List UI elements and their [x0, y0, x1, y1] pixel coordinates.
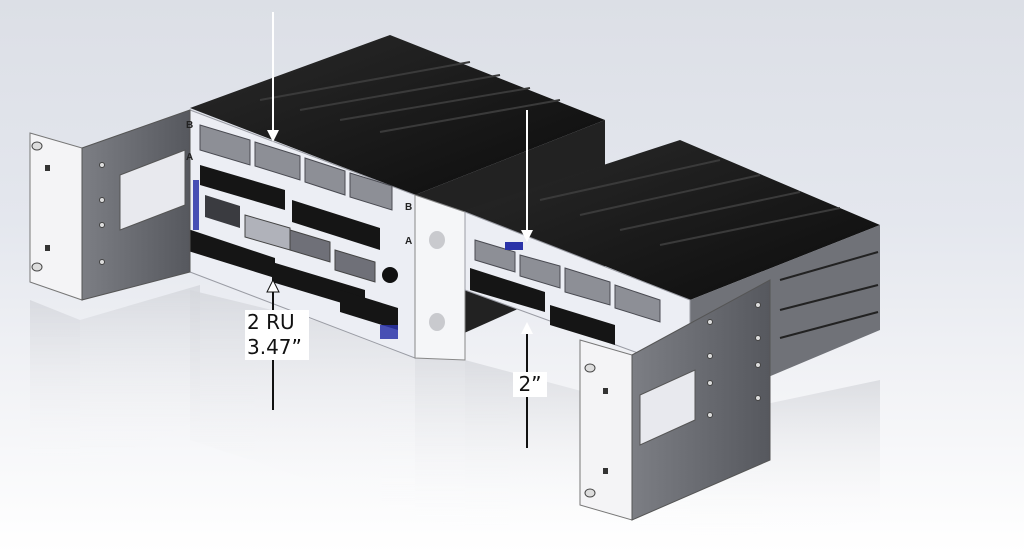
row-label-b-left: B	[186, 120, 194, 131]
dimension-arrow-right-top	[521, 110, 533, 242]
row-label-b-right: B	[405, 202, 413, 213]
dimension-label-ru-line: 2 RU	[247, 310, 295, 334]
dimension-label-2ru: 2 RU 3.47”	[245, 310, 309, 360]
row-label-a-right: A	[405, 236, 413, 247]
row-label-a-left: A	[186, 152, 194, 163]
dimension-label-inches-line: 3.47”	[247, 335, 302, 359]
dimension-arrow-left-top	[267, 12, 279, 142]
dimension-label-2in: 2”	[513, 372, 547, 397]
